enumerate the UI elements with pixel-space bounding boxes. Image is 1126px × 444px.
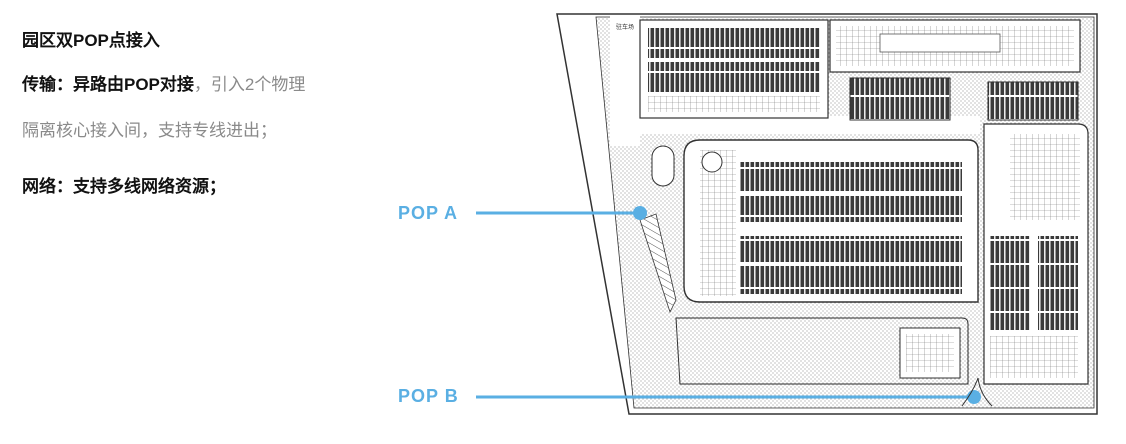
building-mid-2 [987, 81, 1079, 121]
data-hall-tower [701, 151, 723, 173]
heading: 园区双POP点接入 [22, 31, 160, 50]
building-north-west-racks-1 [648, 28, 820, 58]
building-north-west-base [648, 96, 820, 112]
pop-a-marker [633, 206, 647, 220]
pop-b-marker [967, 390, 981, 404]
east-block-parking [990, 336, 1078, 378]
road-top [610, 16, 640, 146]
east-block-racks-left [990, 236, 1030, 330]
data-hall-racks-3 [740, 236, 962, 262]
east-block-grid-top [1010, 134, 1080, 220]
data-hall-pillars [700, 150, 736, 296]
transmission-text-2: 隔离核心接入间，支持专线进出； [22, 121, 277, 140]
hatched-ramp [639, 213, 677, 314]
pop-a-label: POP A [398, 203, 459, 223]
transmission-label: 传输：异路由POP对接 [22, 75, 194, 94]
data-hall-racks-2 [740, 196, 962, 222]
building-mid-1 [849, 77, 951, 121]
transmission-line: 传输：异路由POP对接，引入2个物理 [22, 70, 305, 95]
oval-pad [651, 145, 675, 187]
building-north-east-core [879, 33, 1001, 53]
building-north-west-racks-2 [648, 62, 820, 92]
transmission-text-1: ，引入2个物理 [193, 75, 306, 94]
bottom-facility-grid [906, 334, 954, 372]
east-block-racks-right [1038, 236, 1078, 330]
data-hall-racks-1 [740, 162, 962, 192]
pop-b-label: POP B [398, 386, 459, 406]
bottom-plaza [675, 317, 969, 385]
network-line: 网络：支持多线网络资源； [22, 177, 226, 196]
pop-b-entry-curve [961, 377, 993, 407]
gate-label: 驻车场 [616, 23, 634, 31]
data-hall-racks-4 [740, 266, 962, 294]
